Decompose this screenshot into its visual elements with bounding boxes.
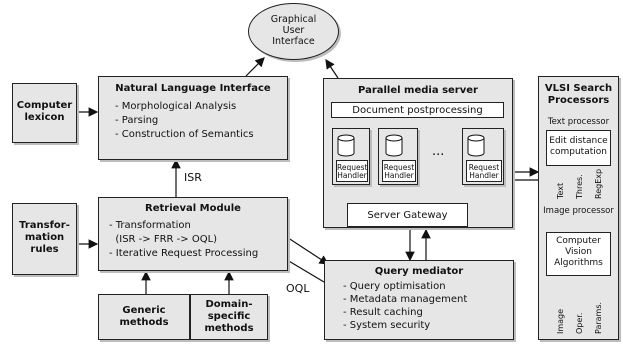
mediator-item: - Query optimisation: [343, 281, 446, 292]
domain-methods-label: Domain- specific methods: [204, 299, 254, 334]
thres-input-label: Thres.: [575, 174, 584, 199]
nli-item: - Parsing: [115, 115, 159, 126]
vlsi-title: VLSI Search Processors: [544, 83, 613, 106]
transformation-rules-label: Transfor- mation rules: [19, 220, 70, 255]
isr-label: ISR: [184, 171, 202, 184]
retrieval-module-box[interactable]: Retrieval Module - Transformation (ISR -…: [98, 197, 288, 271]
server-title: Parallel media server: [358, 85, 478, 96]
mediator-item: - Metadata management: [343, 294, 468, 305]
server-gateway-box[interactable]: Server Gateway: [347, 203, 468, 227]
nli-item: - Morphological Analysis: [115, 101, 237, 112]
nli-title: Natural Language Interface: [115, 83, 271, 94]
retrieval-item: (ISR -> FRR -> OQL): [109, 234, 218, 245]
vlsi-box[interactable]: VLSI Search Processors Text processor Im…: [538, 76, 619, 340]
gui-ellipse[interactable]: Graphical User Interface: [248, 3, 339, 60]
request-handler-3[interactable]: Request Handler: [466, 160, 502, 182]
database-icon: [385, 134, 403, 157]
mediator-title: Query mediator: [374, 266, 464, 277]
server-gateway-label: Server Gateway: [367, 210, 448, 221]
retrieval-item: - Transformation: [109, 220, 191, 231]
edit-distance-label: Edit distance computation: [549, 136, 608, 157]
computer-lexicon-box[interactable]: Computer lexicon: [12, 83, 77, 143]
request-handler-label: Request Handler: [383, 163, 415, 180]
generic-methods-label: Generic methods: [119, 305, 169, 328]
mediator-item: - System security: [343, 320, 431, 331]
vision-algorithms-box[interactable]: Computer Vision Algorithms: [546, 232, 611, 276]
image-processor-label: Image processor: [543, 206, 614, 216]
edit-distance-box[interactable]: Edit distance computation: [546, 130, 611, 166]
transformation-rules-box[interactable]: Transfor- mation rules: [12, 203, 77, 275]
request-handler-2[interactable]: Request Handler: [382, 160, 416, 182]
request-handler-1[interactable]: Request Handler: [336, 160, 368, 182]
regexp-input-label: RegExp: [594, 168, 603, 199]
mediator-item: - Result caching: [343, 307, 423, 318]
gui-label: Graphical User Interface: [270, 14, 317, 47]
request-handler-label: Request Handler: [337, 163, 368, 180]
retrieval-title: Retrieval Module: [145, 203, 241, 214]
generic-methods-box[interactable]: Generic methods: [98, 294, 190, 340]
nli-item: - Construction of Semantics: [115, 129, 254, 140]
postprocessing-label: Document postprocessing: [352, 105, 483, 116]
nli-box[interactable]: Natural Language Interface - Morphologic…: [98, 76, 288, 160]
text-input-label: Text: [556, 182, 565, 199]
retrieval-item: - Iterative Request Processing: [109, 248, 259, 259]
database-icon: [467, 134, 485, 157]
domain-methods-box[interactable]: Domain- specific methods: [190, 294, 268, 340]
arrow-nli-to-gui: [245, 57, 265, 77]
oql-label: OQL: [286, 282, 310, 295]
oper-input-label: Oper.: [575, 312, 584, 334]
arrow-server-to-gui: [325, 59, 339, 79]
computer-lexicon-label: Computer lexicon: [16, 100, 73, 123]
params-input-label: Params.: [594, 301, 603, 334]
query-mediator-box[interactable]: Query mediator - Query optimisation - Me…: [324, 260, 514, 340]
text-processor-label: Text processor: [547, 117, 610, 127]
vision-algorithms-label: Computer Vision Algorithms: [554, 236, 603, 268]
database-icon: [337, 134, 355, 157]
ellipsis-label: ...: [432, 144, 445, 159]
image-input-label: Image: [556, 308, 565, 334]
document-postprocessing-box[interactable]: Document postprocessing: [331, 102, 504, 118]
request-handler-label: Request Handler: [468, 163, 500, 180]
